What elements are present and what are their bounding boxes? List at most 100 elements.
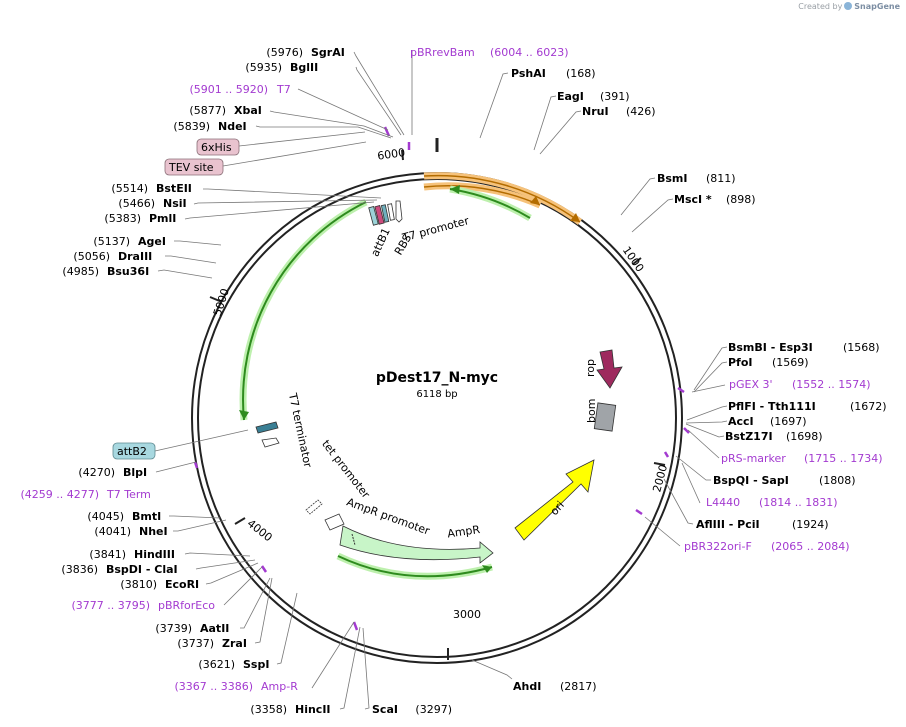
site-labels-left: (5976) SgrAI (5935) BglII (5877) XbaI (5… (61, 46, 596, 716)
site-name-aatii: AatII (200, 622, 229, 635)
attb1-label: attB1 (368, 226, 392, 259)
primer-name-ampr: Amp-R (261, 680, 298, 693)
site-pos-nrui: (426) (626, 105, 656, 118)
site-pos-bsteii: (5514) (111, 182, 148, 195)
tick-2000: 2000 (650, 463, 670, 493)
site-name-draiii: DraIII (118, 250, 152, 263)
tev-site-box (164, 158, 224, 176)
site-name-hincii: HincII (295, 703, 331, 716)
site-pos-agei: (5137) (93, 235, 130, 248)
t7-promoter-label: T7 promoter (400, 214, 471, 245)
his-tag-box (196, 138, 240, 156)
tick-6000: 6000 (376, 146, 406, 163)
primer-name-t7term: T7 Term (106, 488, 151, 501)
site-name-scai: ScaI (372, 703, 398, 716)
site-pos-pfoi: (1569) (772, 356, 809, 369)
ori-feature (514, 459, 595, 541)
primer-labels: pBRrevBam (6004 .. 6023) (5901 .. 5920) … (20, 46, 882, 693)
site-pos-aatii: (3739) (155, 622, 192, 635)
site-pos-pmli: (5383) (104, 212, 141, 225)
site-pos-ahdi: (2817) (560, 680, 597, 693)
site-name-blpi: BlpI (123, 466, 147, 479)
site-name-ndei: NdeI (218, 120, 247, 133)
t7-terminator-label: T7 terminator (286, 391, 315, 469)
site-pos-zrai: (3737) (177, 637, 214, 650)
plasmid-length: 6118 bp (416, 389, 457, 400)
t7-terminator-feature (255, 421, 279, 434)
snapgene-logo-icon (844, 2, 853, 10)
green-arc-bottom (337, 555, 493, 578)
attb2-box (112, 442, 156, 460)
site-name-hindiii: HindIII (134, 548, 175, 561)
ampr-label: AmpR (446, 523, 481, 540)
primer-name-pbrforeco: pBRforEco (158, 599, 215, 612)
rop-feature (596, 349, 623, 389)
site-pos-bmti: (4045) (87, 510, 124, 523)
site-pos-pflfi: (1672) (850, 400, 887, 413)
site-name-ahdi: AhdI (513, 680, 541, 693)
site-pos-bsu36i: (4985) (62, 265, 99, 278)
ampr-promoter-label: AmpR promoter (345, 496, 432, 538)
site-pos-xbai: (5877) (189, 104, 226, 117)
site-name-afliii: AflIII - PciI (696, 518, 760, 531)
rop-label: rop (584, 359, 597, 377)
site-pos-bglii: (5935) (245, 61, 282, 74)
bom-label: bom (585, 399, 598, 423)
site-name-msci: MscI * (674, 193, 712, 206)
bom-feature (593, 402, 617, 432)
credit-prefix: Created by (798, 2, 843, 11)
attb2-label: attB2 (117, 445, 147, 458)
site-pos-eagi: (391) (600, 90, 630, 103)
site-pos-afliii: (1924) (792, 518, 829, 531)
site-pos-draiii: (5056) (73, 250, 110, 263)
site-pos-scai: (3297) (415, 703, 452, 716)
site-pos-ecori: (3810) (120, 578, 157, 591)
site-name-xbai: XbaI (234, 104, 262, 117)
tick-4000: 4000 (245, 517, 275, 544)
site-name-bmti: BmtI (132, 510, 161, 523)
site-pos-nsii: (5466) (118, 197, 155, 210)
site-name-bstz17i: BstZ17I (725, 430, 773, 443)
site-name-nrui: NruI (582, 105, 609, 118)
site-pos-pshai: (168) (566, 67, 596, 80)
site-name-sspi: SspI (243, 658, 269, 671)
site-name-bsu36i: Bsu36I (107, 265, 149, 278)
tick-3000: 3000 (453, 608, 481, 621)
site-labels-right: PshAI (168) EagI (391) NruI (426) BsmI (… (511, 67, 887, 531)
primer-range-pbr322: (2065 .. 2084) (771, 540, 850, 553)
primer-marks (193, 126, 690, 631)
primer-name-prsmarker: pRS-marker (721, 452, 786, 465)
site-name-zrai: ZraI (222, 637, 247, 650)
site-pos-blpi: (4270) (78, 466, 115, 479)
his-tag-label: 6xHis (201, 141, 232, 154)
site-name-bsmi: BsmI (657, 172, 688, 185)
site-pos-ndei: (5839) (173, 120, 210, 133)
primer-range-prsmarker: (1715 .. 1734) (804, 452, 883, 465)
site-name-pflfi: PflFI - Tth111I (728, 400, 816, 413)
site-name-bglii: BglII (290, 61, 318, 74)
green-arc-left-line (242, 201, 367, 421)
site-pos-bspqi: (1808) (819, 474, 856, 487)
leader-lines (154, 50, 728, 710)
site-name-bspdi: BspDI - ClaI (106, 563, 178, 576)
site-pos-nhei: (4041) (94, 525, 131, 538)
site-name-agei: AgeI (138, 235, 166, 248)
site-name-nsii: NsiI (163, 197, 187, 210)
site-name-ecori: EcoRI (165, 578, 199, 591)
site-name-pshai: PshAI (511, 67, 546, 80)
site-pos-sspi: (3621) (198, 658, 235, 671)
primer-range-pgex3: (1552 .. 1574) (792, 378, 871, 391)
site-name-sgrai: SgrAI (311, 46, 345, 59)
site-name-acci: AccI (728, 415, 754, 428)
primer-name-t7: T7 (276, 83, 291, 96)
site-name-pmli: PmlI (149, 212, 176, 225)
site-pos-bspdi: (3836) (61, 563, 98, 576)
ampr-feature (339, 525, 494, 564)
primer-range-ampr: (3367 .. 3386) (174, 680, 253, 693)
site-pos-bsmbi: (1568) (843, 341, 880, 354)
tev-site-label: TEV site (168, 161, 214, 174)
primer-range-t7: (5901 .. 5920) (189, 83, 268, 96)
primer-range-pbrforeco: (3777 .. 3795) (71, 599, 150, 612)
